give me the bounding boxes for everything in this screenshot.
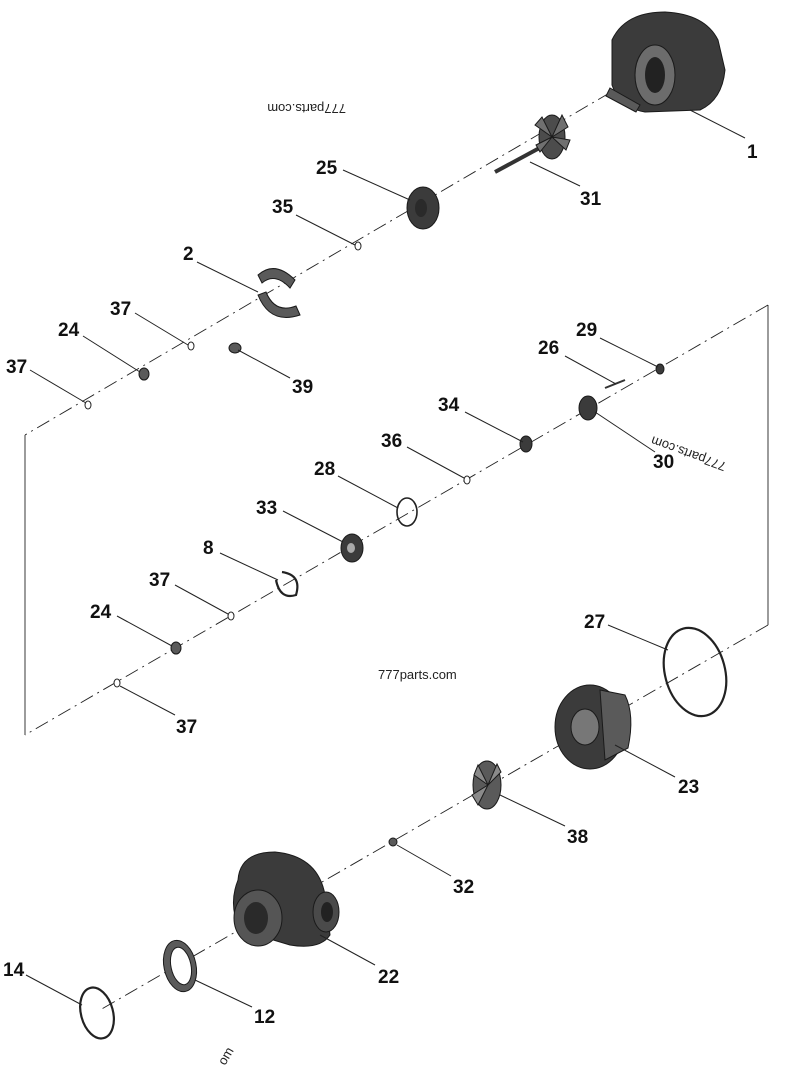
o-ring-part-28 xyxy=(396,497,418,527)
clamp-segment-part-2 xyxy=(257,268,301,318)
bearing-part-24-b xyxy=(170,641,182,655)
callout-31: 31 xyxy=(580,189,602,210)
callout-14: 14 xyxy=(3,960,25,981)
insert-ring-part-12 xyxy=(162,939,198,993)
watermark-top: 777parts.com xyxy=(267,101,346,116)
thrust-collar-part-30 xyxy=(578,395,598,421)
callout-37-a: 37 xyxy=(110,299,131,320)
callout-30: 30 xyxy=(653,452,674,473)
callout-37-b: 37 xyxy=(6,357,27,378)
o-ring-part-37-b xyxy=(84,400,92,410)
watermark-center: 777parts.com xyxy=(378,667,457,682)
callout-39: 39 xyxy=(292,377,313,398)
screw-part-39 xyxy=(228,342,242,354)
turbine-wheel-shaft-part-31 xyxy=(494,113,571,174)
compressor-housing-part-22 xyxy=(233,851,340,947)
bearing-housing-part-23 xyxy=(554,684,632,770)
nut-part-32 xyxy=(388,837,398,847)
compressor-wheel-part-38 xyxy=(471,760,502,810)
callout-labels: 1 31 25 35 2 37 24 37 39 29 26 34 30 36 … xyxy=(3,142,758,1028)
callout-22: 22 xyxy=(378,967,399,988)
callout-23: 23 xyxy=(678,777,699,798)
frame-lines xyxy=(24,305,769,735)
callout-12: 12 xyxy=(254,1007,275,1028)
callout-1: 1 xyxy=(747,142,758,163)
callout-24-a: 24 xyxy=(58,320,80,341)
callout-32: 32 xyxy=(453,877,474,898)
callout-36: 36 xyxy=(381,431,402,452)
callout-26: 26 xyxy=(538,338,559,359)
callout-37-d: 37 xyxy=(176,717,197,738)
o-ring-part-37-d xyxy=(113,678,121,688)
turbine-housing-part-1 xyxy=(605,11,726,113)
assembly-axes xyxy=(24,39,769,1011)
leader-lines xyxy=(25,109,746,1008)
o-ring-part-37-c xyxy=(227,611,235,621)
o-ring-part-36 xyxy=(463,475,471,485)
callout-38: 38 xyxy=(567,827,588,848)
retaining-ring-part-14 xyxy=(79,986,115,1040)
callout-25: 25 xyxy=(316,158,338,179)
callout-27: 27 xyxy=(584,612,605,633)
v-band-clamp-part-27 xyxy=(662,626,728,718)
ring-part-29 xyxy=(655,363,665,375)
callout-33: 33 xyxy=(256,498,277,519)
thrust-bearing-part-33 xyxy=(340,533,364,563)
thrust-washer-part-34 xyxy=(519,435,533,453)
callout-34: 34 xyxy=(438,395,460,416)
watermark-bottom: om xyxy=(215,1044,237,1067)
callout-29: 29 xyxy=(576,320,597,341)
callout-35: 35 xyxy=(272,197,294,218)
callout-24-b: 24 xyxy=(90,602,112,623)
callout-28: 28 xyxy=(314,459,335,480)
seal-plate-part-25 xyxy=(406,186,440,230)
callout-37-c: 37 xyxy=(149,570,170,591)
o-ring-part-37-a xyxy=(187,341,195,351)
snap-ring-part-8 xyxy=(274,570,299,598)
o-ring-part-35 xyxy=(354,241,362,251)
callout-8: 8 xyxy=(203,538,214,559)
bearing-part-24-a xyxy=(138,367,150,381)
callout-2: 2 xyxy=(183,244,194,265)
